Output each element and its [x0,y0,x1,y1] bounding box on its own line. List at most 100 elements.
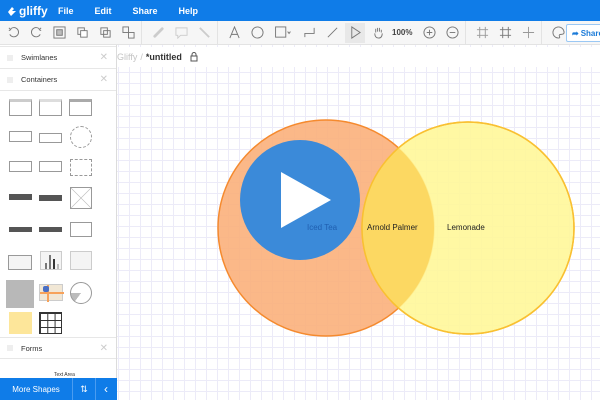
table-shape[interactable] [39,312,62,334]
section-forms[interactable]: Forms ✕ [0,337,116,359]
map-shape[interactable] [39,284,64,302]
send-backward-icon [99,27,111,38]
rectangle-icon [275,26,291,38]
close-section-icon[interactable]: ✕ [99,52,108,63]
pointer-icon [350,26,361,39]
lock-icon[interactable] [190,52,198,62]
menu-edit[interactable]: Edit [94,5,112,16]
grid-button[interactable] [472,23,492,43]
pointer-tool-button[interactable] [345,22,365,43]
sticky-note-shape[interactable] [9,312,32,334]
breadcrumb-root[interactable]: Gliffy [117,52,138,62]
document-title-bar: Gliffy / *untitled [117,47,600,67]
pan-tool-button[interactable] [368,23,388,43]
snap-to-grid-button[interactable] [495,23,515,43]
link-button[interactable] [148,23,168,43]
section-swimlanes[interactable]: Swimlanes ✕ [0,47,116,69]
shape-library-sidebar: Flowchart Swimlanes ✕ Containers ✕ [0,45,117,400]
collapse-sidebar-icon[interactable]: ‹ [104,382,108,396]
menu-help[interactable]: Help [178,5,199,16]
image-placeholder-shape[interactable] [70,187,92,209]
containers-shape-grid [0,91,116,337]
iced-tea-label[interactable]: Iced Tea [307,223,338,232]
zoom-out-icon [446,26,459,39]
snap-grid-icon [499,26,512,39]
send-to-back-button[interactable] [118,23,138,43]
callout-shape[interactable] [39,133,62,143]
send-to-back-icon [121,26,135,39]
zoom-in-icon [423,26,436,39]
menu-file[interactable]: File [58,5,74,16]
section-containers[interactable]: Containers ✕ [0,69,116,91]
bring-forward-icon [76,27,88,38]
rectangle-shape[interactable] [70,222,92,237]
intersection-area [362,122,434,334]
drag-handle-icon[interactable] [7,345,13,351]
palette-icon [552,26,565,39]
video-shape[interactable] [8,255,32,270]
dark-bar-shape[interactable] [9,227,32,232]
redo-button[interactable] [26,23,46,43]
top-menu-bar: gliffy File Edit Share Help [0,0,600,21]
bring-forward-button[interactable] [72,23,92,43]
gliffy-logo[interactable]: gliffy [6,4,58,18]
connector-tool-button[interactable] [299,23,319,43]
play-icon[interactable] [281,172,331,228]
dark-tooltip-shape[interactable] [9,194,32,200]
redo-icon [30,27,41,38]
bring-to-front-button[interactable] [49,23,69,43]
share-arrow-icon: ➦ [572,28,579,38]
collapse-sections-icon[interactable]: ⇅ [80,383,88,394]
guides-icon [522,26,535,39]
dashed-rect-shape[interactable] [70,159,92,176]
toolbar-divider [217,20,218,45]
window-shape[interactable] [69,99,92,116]
ellipse-tool-button[interactable] [247,23,267,43]
more-shapes-button[interactable]: More Shapes [12,384,60,394]
arnold-palmer-label[interactable]: Arnold Palmer [367,223,418,232]
tooltip-shape[interactable] [39,161,62,172]
connector-icon [303,27,315,38]
theme-button[interactable] [548,23,568,43]
tooltip-shape[interactable] [9,161,32,172]
zoom-in-button[interactable] [419,23,439,43]
forms-preview-text-area[interactable]: Text Area [54,372,75,378]
window-shape[interactable] [39,99,62,116]
toolbar: 100% ➦ Share [0,20,600,45]
drag-handle-icon[interactable] [7,54,13,61]
close-section-icon[interactable]: ✕ [99,74,108,85]
dark-bar-shape[interactable] [39,227,62,232]
line-chart-shape[interactable] [70,251,92,270]
close-section-icon[interactable]: ✕ [99,342,108,354]
send-backward-button[interactable] [95,23,115,43]
dashed-circle-shape[interactable] [70,126,92,148]
menu-share[interactable]: Share [132,5,158,16]
document-title[interactable]: *untitled [145,52,182,62]
drag-handle-icon[interactable] [7,76,13,83]
hand-icon [373,27,383,39]
intersection-outline [361,121,575,335]
undo-icon [8,27,19,38]
guides-button[interactable] [518,23,538,43]
share-button[interactable]: ➦ Share [566,24,600,42]
callout-shape[interactable] [9,131,32,142]
line-tool-button[interactable] [322,23,342,43]
sidebar-footer: More Shapes ⇅ ‹ [0,378,117,400]
window-shape[interactable] [9,99,32,116]
gray-box-shape[interactable] [6,280,34,308]
zoom-level-dropdown[interactable]: 100% [392,28,413,37]
toolbar-divider [141,20,142,45]
bar-chart-shape[interactable] [40,251,62,270]
zoom-out-button[interactable] [442,23,462,43]
rectangle-tool-button[interactable] [270,23,296,43]
section-flowchart[interactable]: Flowchart [0,45,116,47]
eyedropper-button[interactable] [194,23,214,43]
pie-shape[interactable] [70,282,92,304]
comment-button[interactable] [171,23,191,43]
text-tool-button[interactable] [224,23,244,43]
lemonade-label[interactable]: Lemonade [447,223,485,232]
toolbar-divider [541,20,543,45]
undo-button[interactable] [3,23,23,43]
dark-tooltip-shape[interactable] [39,195,62,201]
